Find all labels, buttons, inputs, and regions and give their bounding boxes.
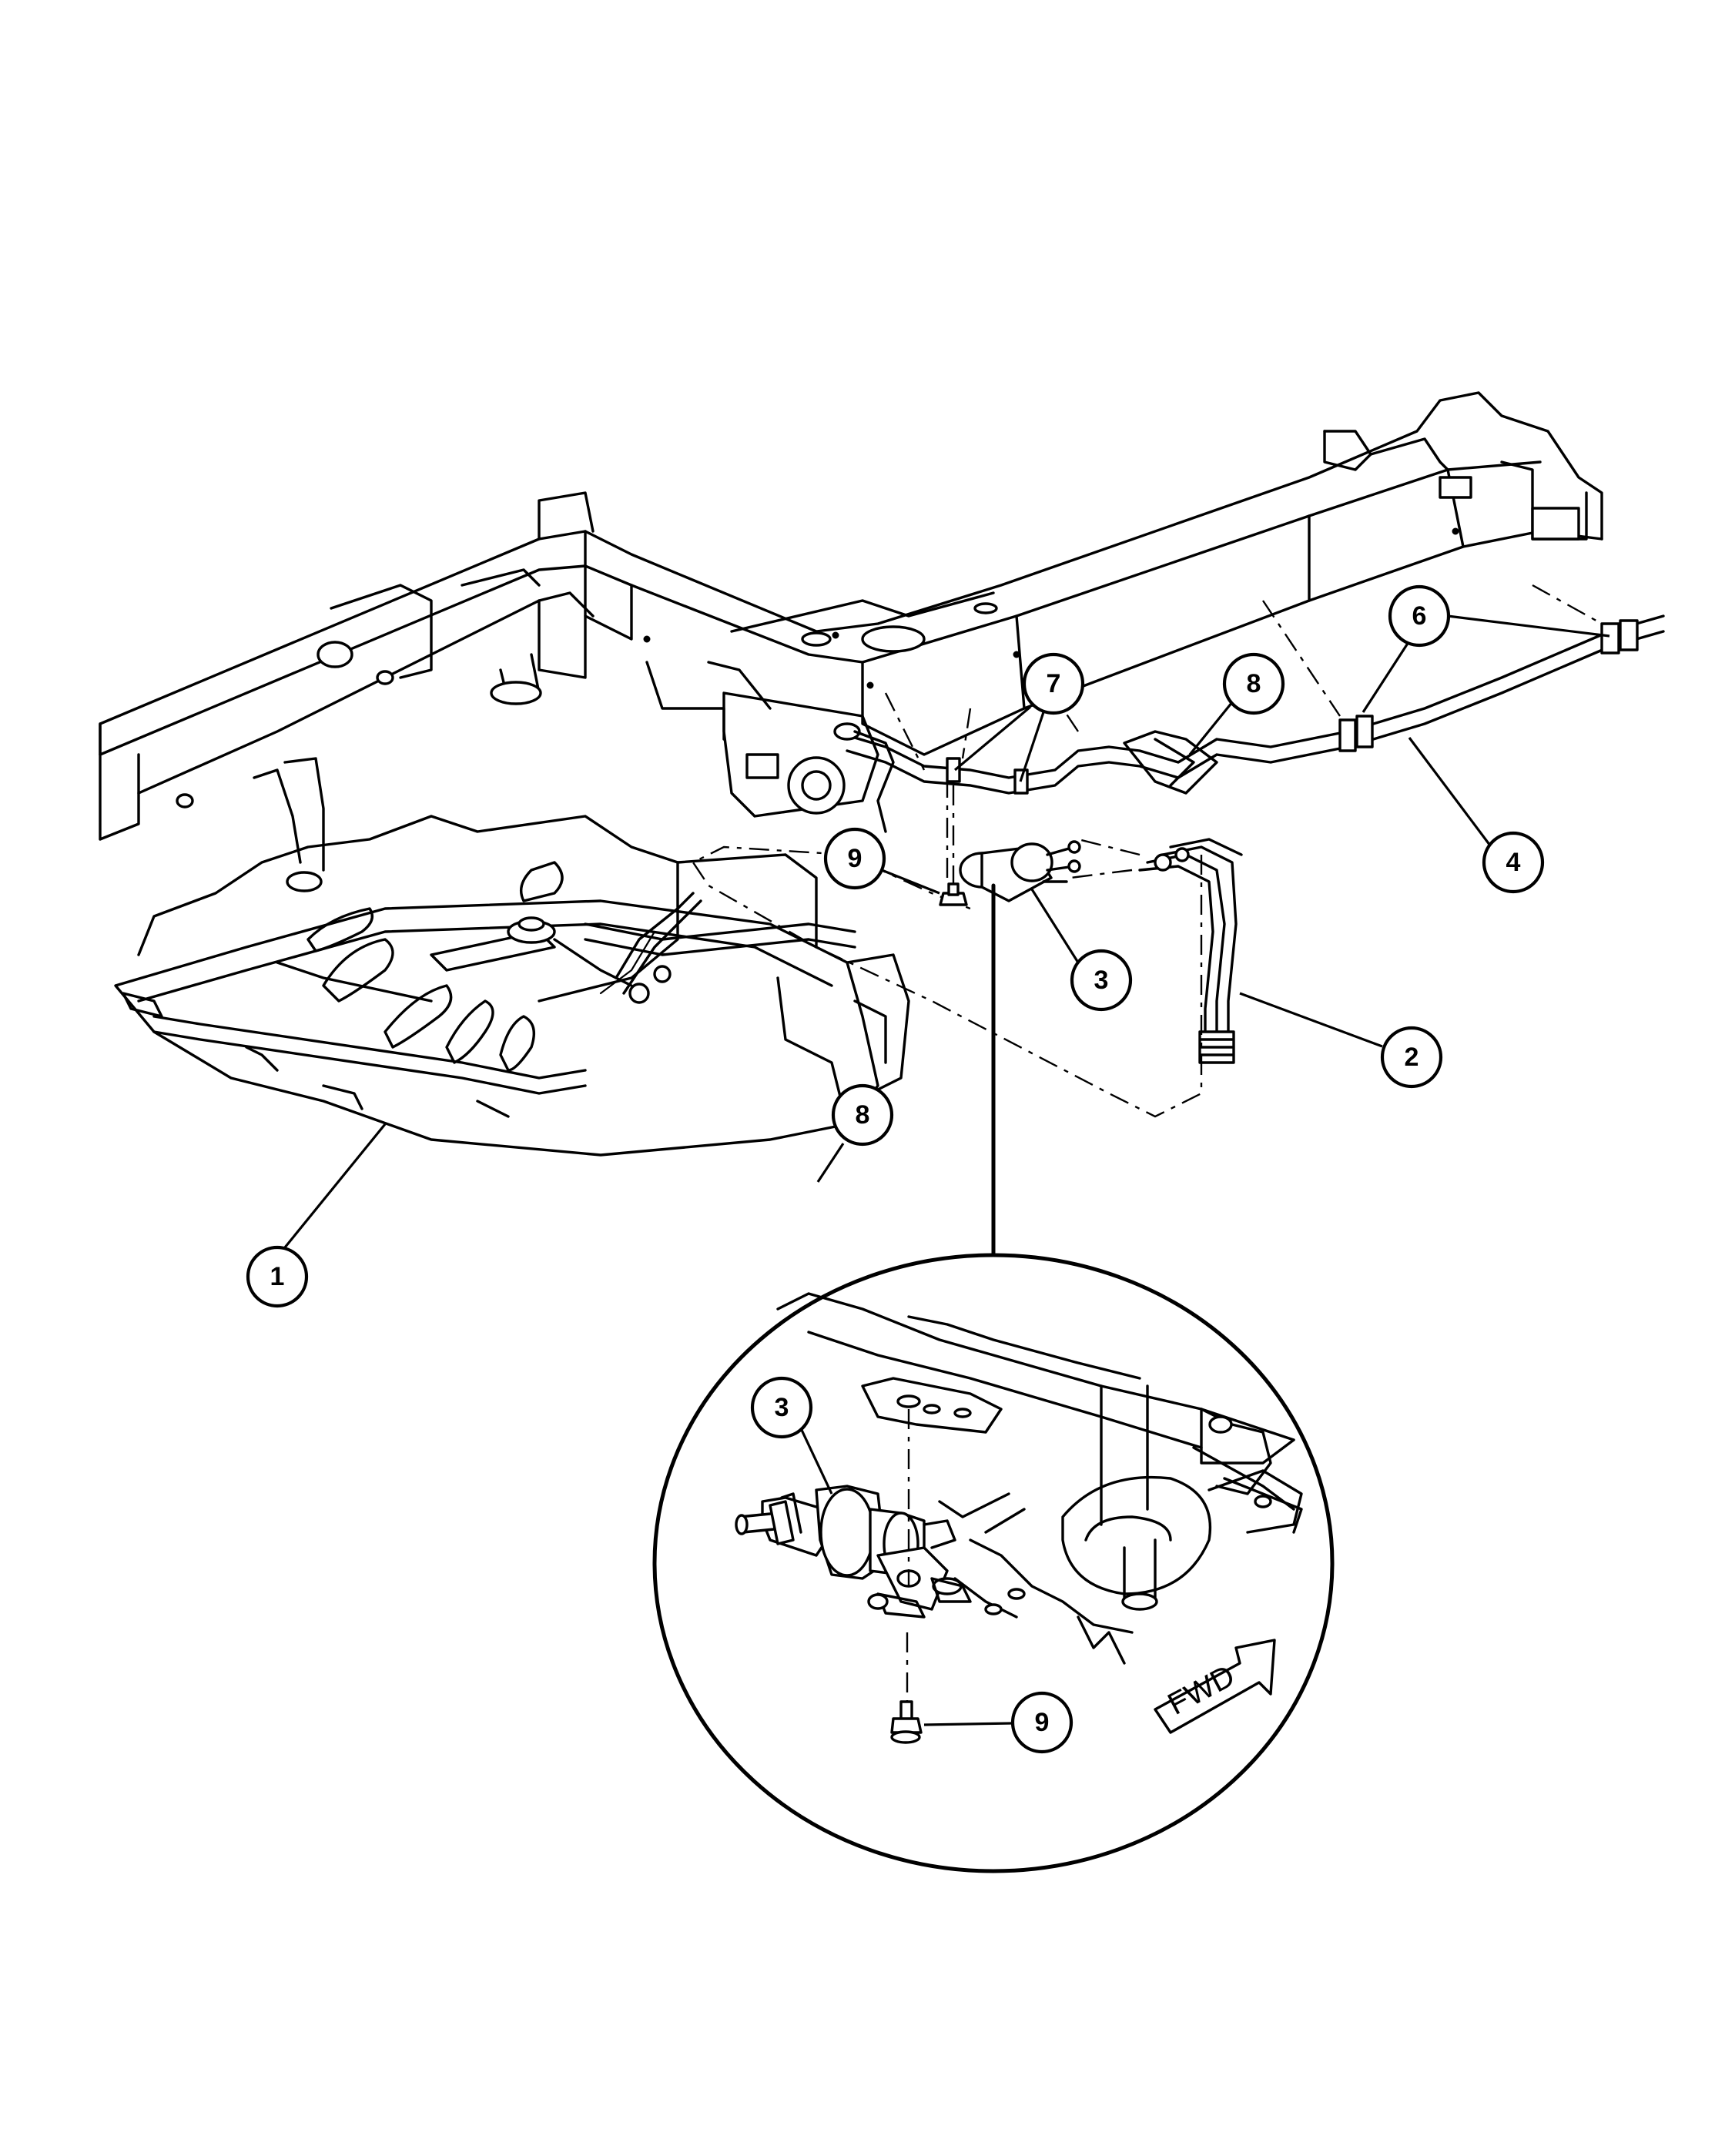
- callout-8-top-label: 8: [1247, 669, 1261, 698]
- callout-6: 6: [1362, 584, 1610, 713]
- vehicle-frame: [99, 391, 1603, 841]
- callout-4-label: 4: [1506, 848, 1521, 877]
- callout-3-detail-label: 3: [775, 1393, 789, 1422]
- callout-3-detail: 3: [750, 1376, 833, 1495]
- callout-2-label: 2: [1405, 1043, 1419, 1072]
- callout-8-top: 8: [1188, 652, 1285, 756]
- callout-3-label: 3: [1094, 966, 1109, 995]
- callout-8-bottom: 8: [816, 1083, 894, 1183]
- callout-1: 1: [246, 1123, 387, 1308]
- callout-7-label: 7: [1047, 669, 1061, 698]
- fuel-tank-assembly: [114, 757, 910, 1157]
- callout-8-bottom-label: 8: [856, 1100, 870, 1130]
- callout-9-detail-label: 9: [1035, 1708, 1050, 1737]
- callout-3: 3: [1030, 889, 1133, 1012]
- callout-9-detail: 9: [923, 1691, 1074, 1754]
- fuel-filter-detail: [735, 1485, 972, 1619]
- callout-7: 7: [953, 652, 1085, 782]
- detail-view: FWD 3 9: [652, 1253, 1335, 1873]
- callout-6-label: 6: [1412, 601, 1427, 631]
- callout-9-label: 9: [848, 844, 862, 873]
- callout-2: 2: [1239, 992, 1443, 1089]
- bolt-main: [939, 785, 968, 906]
- fuel-line-bundle: [1070, 838, 1243, 1064]
- bolt-detail: [890, 1700, 923, 1744]
- callout-9: 9: [823, 827, 940, 895]
- callout-1-label: 1: [270, 1262, 285, 1291]
- forward-direction-arrow: FWD: [1154, 1639, 1276, 1734]
- callout-4: 4: [1408, 737, 1545, 894]
- exploded-area-outline: [692, 845, 1203, 1118]
- fuel-filter: [959, 840, 1081, 902]
- fuel-lines: [833, 584, 1665, 886]
